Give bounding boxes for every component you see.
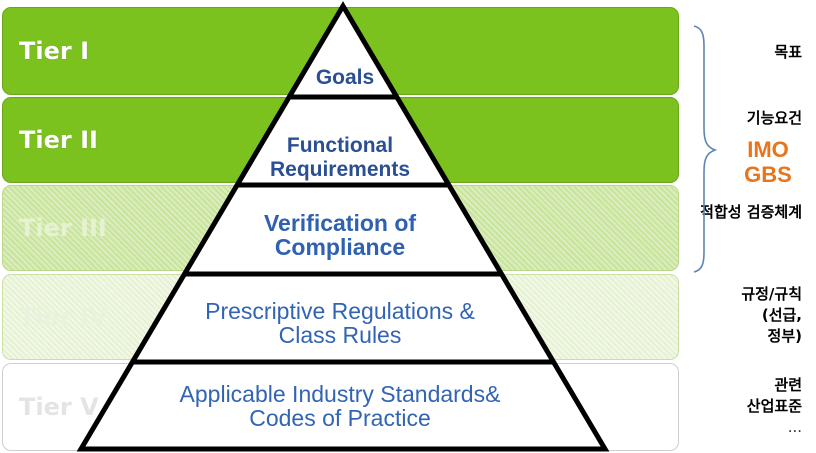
tier-3-korean-label: 적합성 검증체계 bbox=[700, 203, 802, 221]
pyramid-outline bbox=[76, 1, 610, 452]
curly-brace-icon bbox=[693, 25, 718, 273]
tier-5-label: Tier V bbox=[19, 393, 99, 421]
pyramid-layer-functional-requirements: Functional Requirements bbox=[269, 134, 411, 181]
pyramid-layer-industry-standards: Applicable Industry Standards& Codes of … bbox=[179, 381, 501, 431]
tier-1-korean-label: 목표 bbox=[774, 43, 802, 61]
imo-gbs-label: IMO GBS bbox=[744, 137, 792, 187]
tier-4-label: Tier IV bbox=[19, 303, 108, 331]
pyramid-layer-goals: Goals bbox=[315, 66, 375, 89]
tier-2-label: Tier II bbox=[19, 126, 98, 154]
pyramid-layer-verification-of-compliance: Verification of Compliance bbox=[263, 210, 417, 260]
tier-5-korean-label: 관련 산업표준 ... bbox=[746, 376, 802, 436]
tier-3-label: Tier III bbox=[19, 214, 107, 242]
tier-1-label: Tier I bbox=[19, 37, 89, 65]
pyramid-layer-prescriptive-regulations: Prescriptive Regulations & Class Rules bbox=[205, 298, 475, 348]
tier-4-korean-label: 규정/규칙 (선급, 정부) bbox=[741, 285, 802, 345]
tier-2-korean-label: 기능요건 bbox=[746, 109, 802, 127]
